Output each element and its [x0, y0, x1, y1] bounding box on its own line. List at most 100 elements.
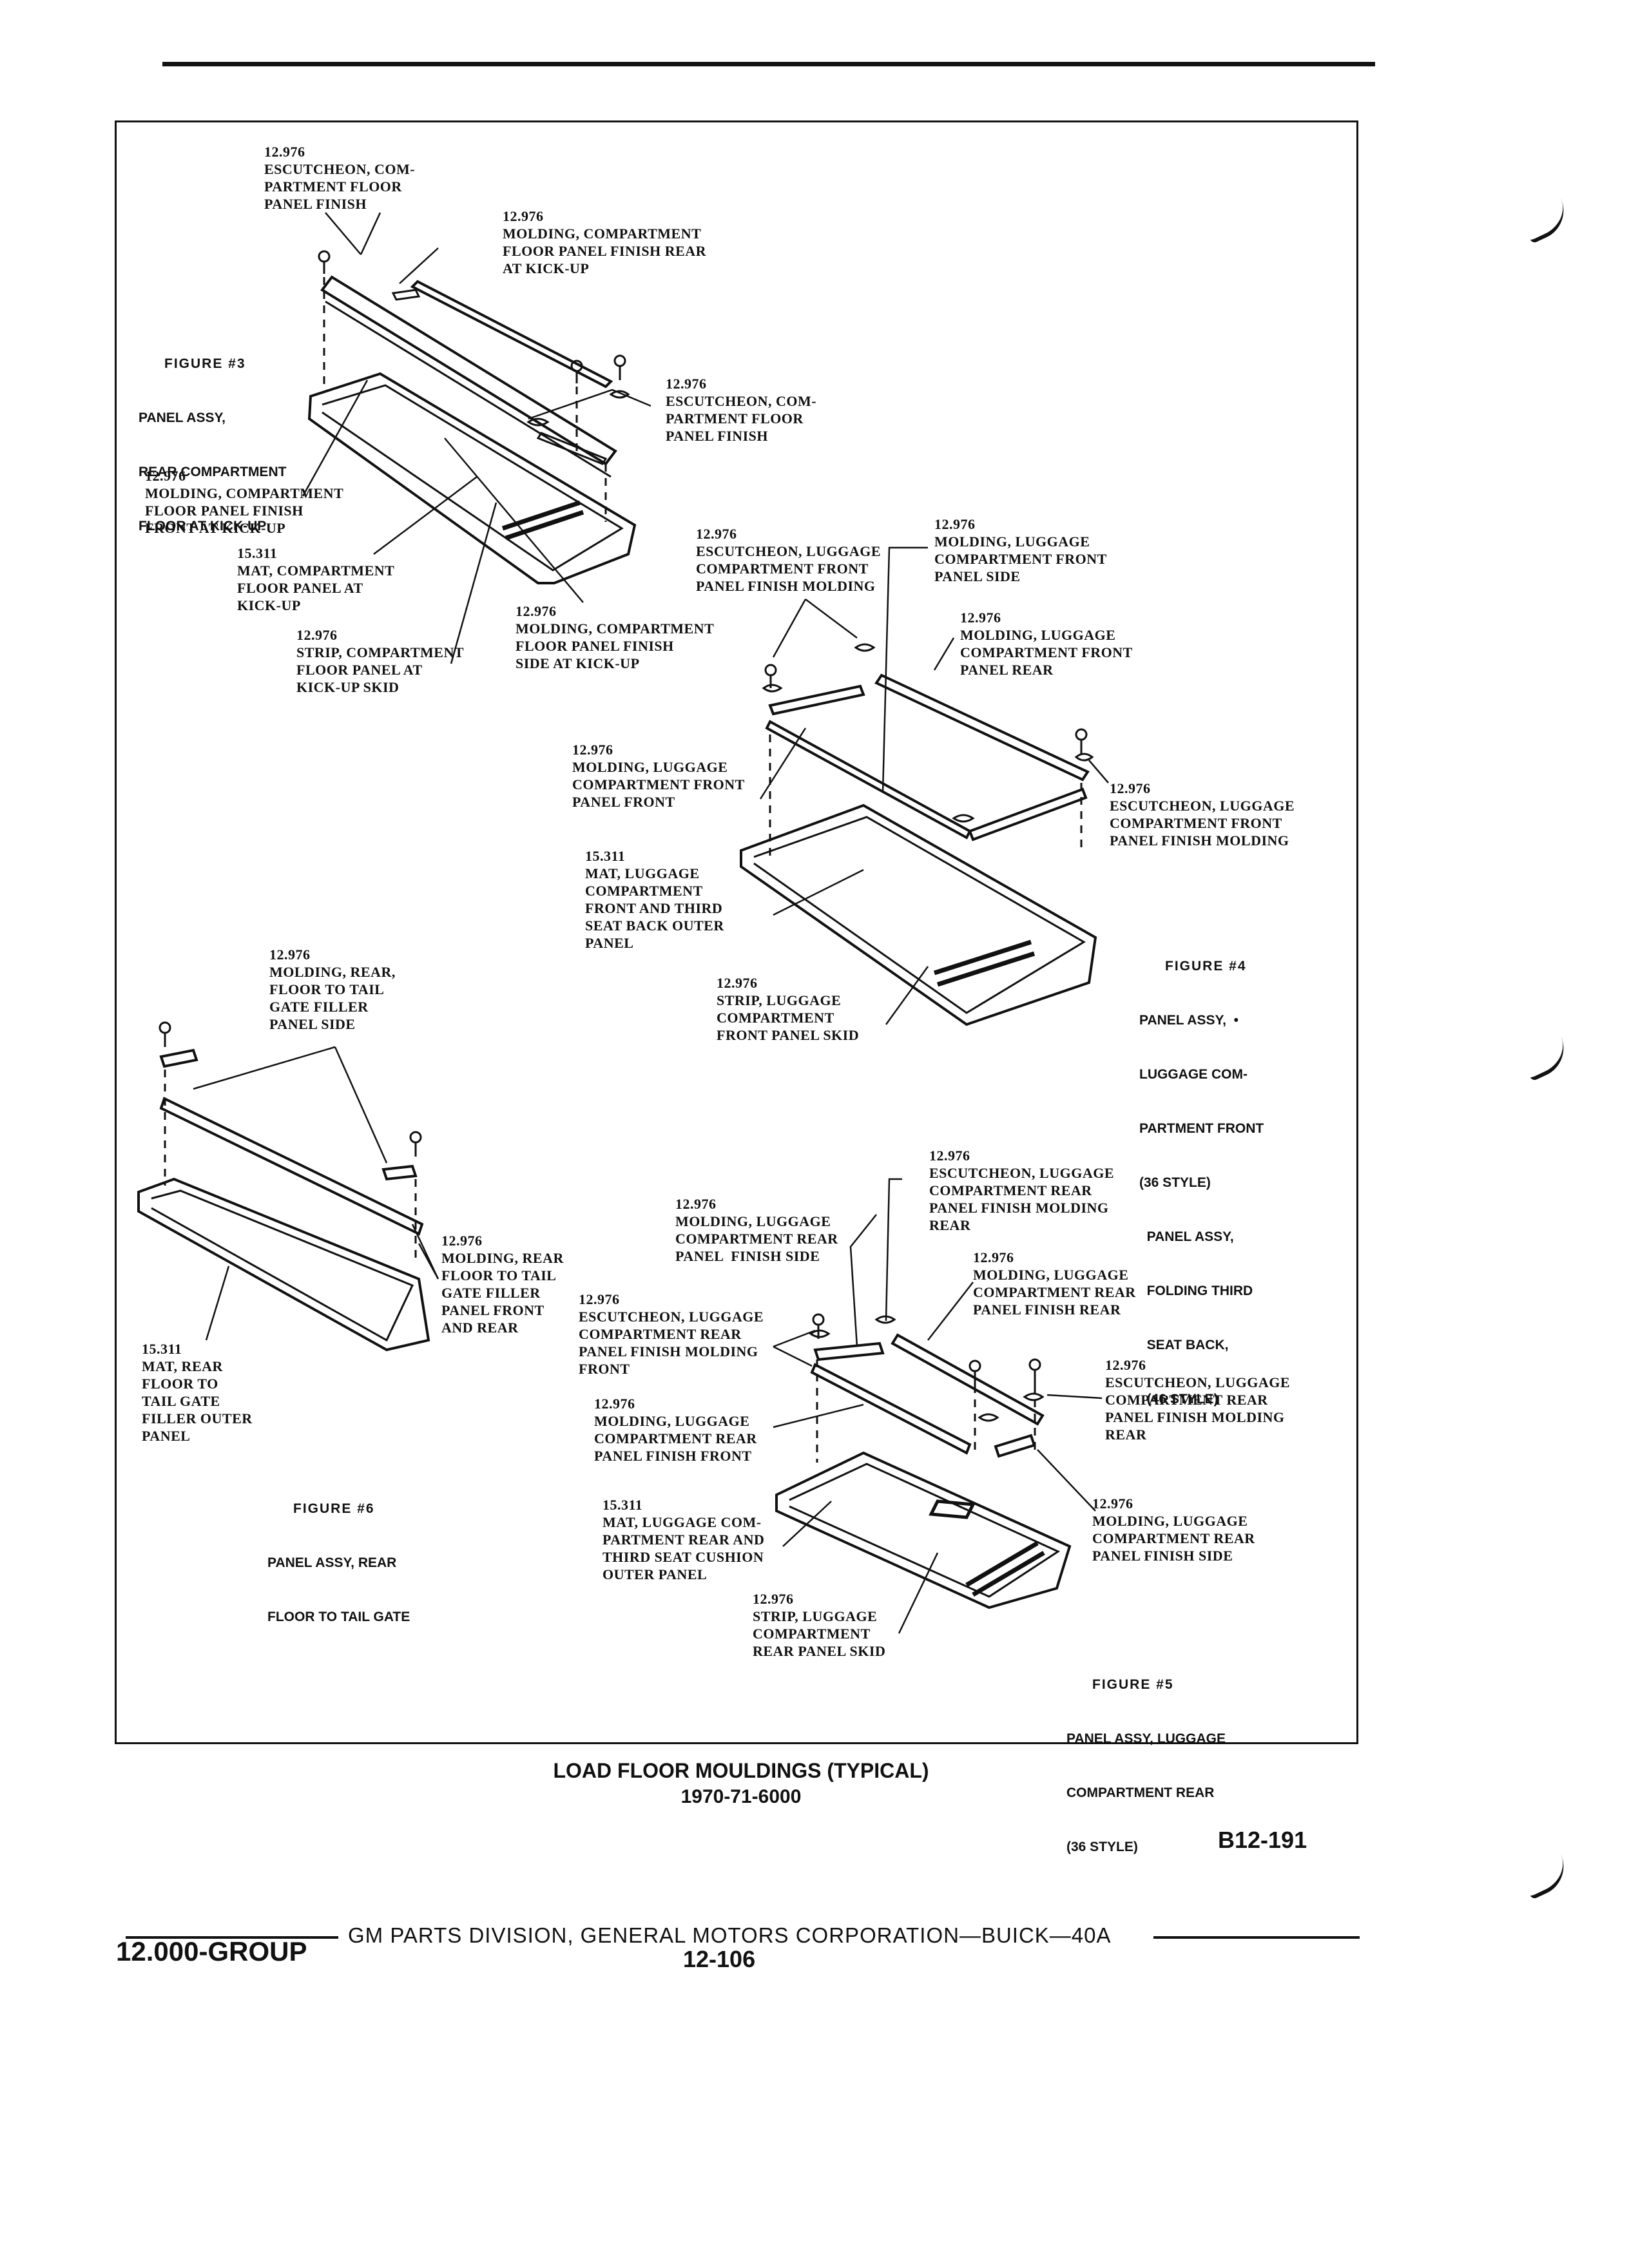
figure-4-line: (36 STYLE)	[1139, 1175, 1211, 1190]
label-line: STRIP, LUGGAGE	[717, 992, 842, 1008]
figure-4-line: FOLDING THIRD	[1139, 1283, 1253, 1298]
label-line: PANEL FINISH MOLDING	[579, 1343, 758, 1360]
label-line: COMPARTMENT	[753, 1626, 871, 1642]
label-line: COMPARTMENT FRONT	[1110, 815, 1282, 831]
label-line: SEAT BACK OUTER	[585, 918, 724, 934]
label-line: STRIP, LUGGAGE	[753, 1608, 878, 1624]
figure-3-line: FLOOR AT KICK-UP	[139, 519, 267, 533]
figure-5-line: COMPARTMENT REAR	[1066, 1785, 1215, 1800]
label-line: 12.976	[1092, 1495, 1133, 1512]
label-line: COMPARTMENT FRONT	[696, 561, 869, 577]
label-line: REAR	[929, 1217, 971, 1233]
label-line: ESCUTCHEON, LUGGAGE	[1110, 798, 1295, 814]
figure-4-caption: FIGURE #4 PANEL ASSY, • LUGGAGE COM- PAR…	[1139, 921, 1264, 1427]
label-line: COMPARTMENT	[585, 883, 703, 899]
label-line: PANEL	[585, 935, 634, 951]
label-line: AND REAR	[441, 1320, 519, 1336]
label-line: 12.976	[1110, 780, 1151, 796]
label-line: REAR	[1105, 1427, 1147, 1443]
label-line: PANEL FRONT	[572, 794, 675, 810]
figure-4-line: PARTMENT FRONT	[1139, 1121, 1264, 1136]
figure-5-drawing	[773, 1178, 1103, 1634]
label-line: 15.311	[602, 1497, 643, 1513]
label-line: COMPARTMENT REAR	[1105, 1392, 1268, 1408]
label-line: 12.976	[269, 947, 311, 963]
label-line: 12.976	[145, 468, 186, 484]
figure-6-title: FIGURE #6	[293, 1501, 375, 1516]
label-line: GATE FILLER	[441, 1285, 541, 1301]
label-line: COMPARTMENT REAR	[1092, 1530, 1255, 1546]
figure-6-line: PANEL ASSY, REAR	[267, 1555, 397, 1570]
label-line: FILLER OUTER	[142, 1410, 253, 1427]
label-line: FLOOR TO	[142, 1376, 218, 1392]
label-line: 12.976	[666, 376, 707, 392]
label-line: MOLDING, COMPARTMENT	[503, 226, 702, 242]
label-line: MOLDING, LUGGAGE	[594, 1413, 750, 1429]
label-line: MOLDING, COMPARTMENT	[145, 485, 344, 501]
label-line: OUTER PANEL	[602, 1566, 708, 1582]
label-line: PANEL SIDE	[934, 568, 1021, 584]
label-line: STRIP, COMPARTMENT	[296, 644, 465, 660]
label-line: PARTMENT FLOOR	[264, 178, 402, 195]
label-line: TAIL GATE	[142, 1393, 220, 1409]
label-line: 12.976	[572, 742, 613, 758]
figure-5-line: (36 STYLE)	[1066, 1840, 1138, 1854]
label-line: 12.976	[960, 610, 1001, 626]
label-line: COMPARTMENT FRONT	[934, 551, 1107, 567]
label-line: FLOOR PANEL FINISH REAR	[503, 243, 707, 259]
label-line: 12.976	[441, 1233, 483, 1249]
label-line: PARTMENT REAR AND	[602, 1532, 765, 1548]
label-line: 12.976	[934, 516, 976, 532]
figure-3-line: REAR COMPARTMENT	[139, 465, 287, 479]
label-line: ESCUTCHEON, COM-	[264, 161, 416, 177]
label-line: COMPARTMENT FRONT	[572, 776, 745, 793]
label-line: MAT, COMPARTMENT	[237, 562, 395, 579]
label-line: ESCUTCHEON, COM-	[666, 393, 817, 409]
label-line: FRONT	[579, 1361, 630, 1377]
illustration-frame	[115, 120, 1358, 1744]
figure-6-line: FLOOR TO TAIL GATE	[267, 1610, 410, 1624]
diagram-caption-title: LOAD FLOOR MOULDINGS (TYPICAL)	[553, 1759, 929, 1782]
figure-5-line: PANEL ASSY, LUGGAGE	[1066, 1731, 1226, 1746]
label-line: KICK-UP	[237, 597, 301, 613]
label-line: FLOOR PANEL AT	[296, 662, 423, 678]
label-line: 15.311	[142, 1341, 182, 1357]
label-line: COMPARTMENT REAR	[929, 1182, 1092, 1198]
label-line: GATE FILLER	[269, 999, 369, 1015]
label-line: 12.976	[717, 975, 758, 991]
figure-6-drawing	[137, 1021, 439, 1352]
label-line: MAT, LUGGAGE	[585, 865, 700, 881]
label-line: 12.976	[516, 603, 557, 619]
label-line: MOLDING, LUGGAGE	[675, 1213, 831, 1229]
label-line: FLOOR PANEL FINISH	[145, 503, 304, 519]
figure-3-title: FIGURE #3	[164, 356, 246, 371]
label-line: PANEL FINISH SIDE	[1092, 1548, 1233, 1564]
label-line: FLOOR PANEL AT	[237, 580, 363, 596]
label-line: COMPARTMENT REAR	[579, 1326, 742, 1342]
label-line: 12.976	[296, 627, 338, 643]
label-line: COMPARTMENT REAR	[973, 1284, 1136, 1300]
label-line: 12.976	[929, 1148, 970, 1164]
figure-6-caption: FIGURE #6 PANEL ASSY, REAR FLOOR TO TAIL…	[267, 1464, 410, 1644]
figure-3-drawing	[302, 212, 651, 664]
label-line: ESCUTCHEON, LUGGAGE	[696, 543, 881, 559]
label-line: PANEL FINISH REAR	[973, 1302, 1121, 1318]
label-line: FLOOR PANEL FINISH	[516, 638, 674, 654]
label-line: COMPARTMENT REAR	[675, 1231, 838, 1247]
label-line: 12.976	[753, 1591, 794, 1607]
footer-page-number: 12-106	[683, 1946, 756, 1972]
